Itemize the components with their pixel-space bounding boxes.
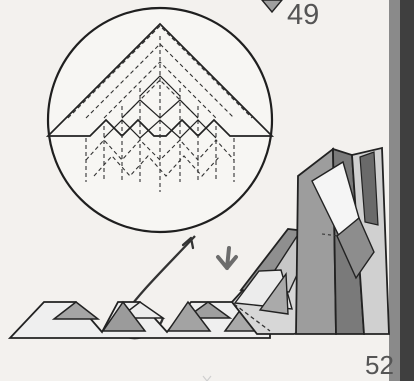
binding-shadow-dark (400, 0, 414, 381)
step-number-top: 49 (287, 0, 319, 31)
step-number-bottom: 52 (365, 350, 394, 380)
magnified-crease-circle (48, 8, 272, 232)
